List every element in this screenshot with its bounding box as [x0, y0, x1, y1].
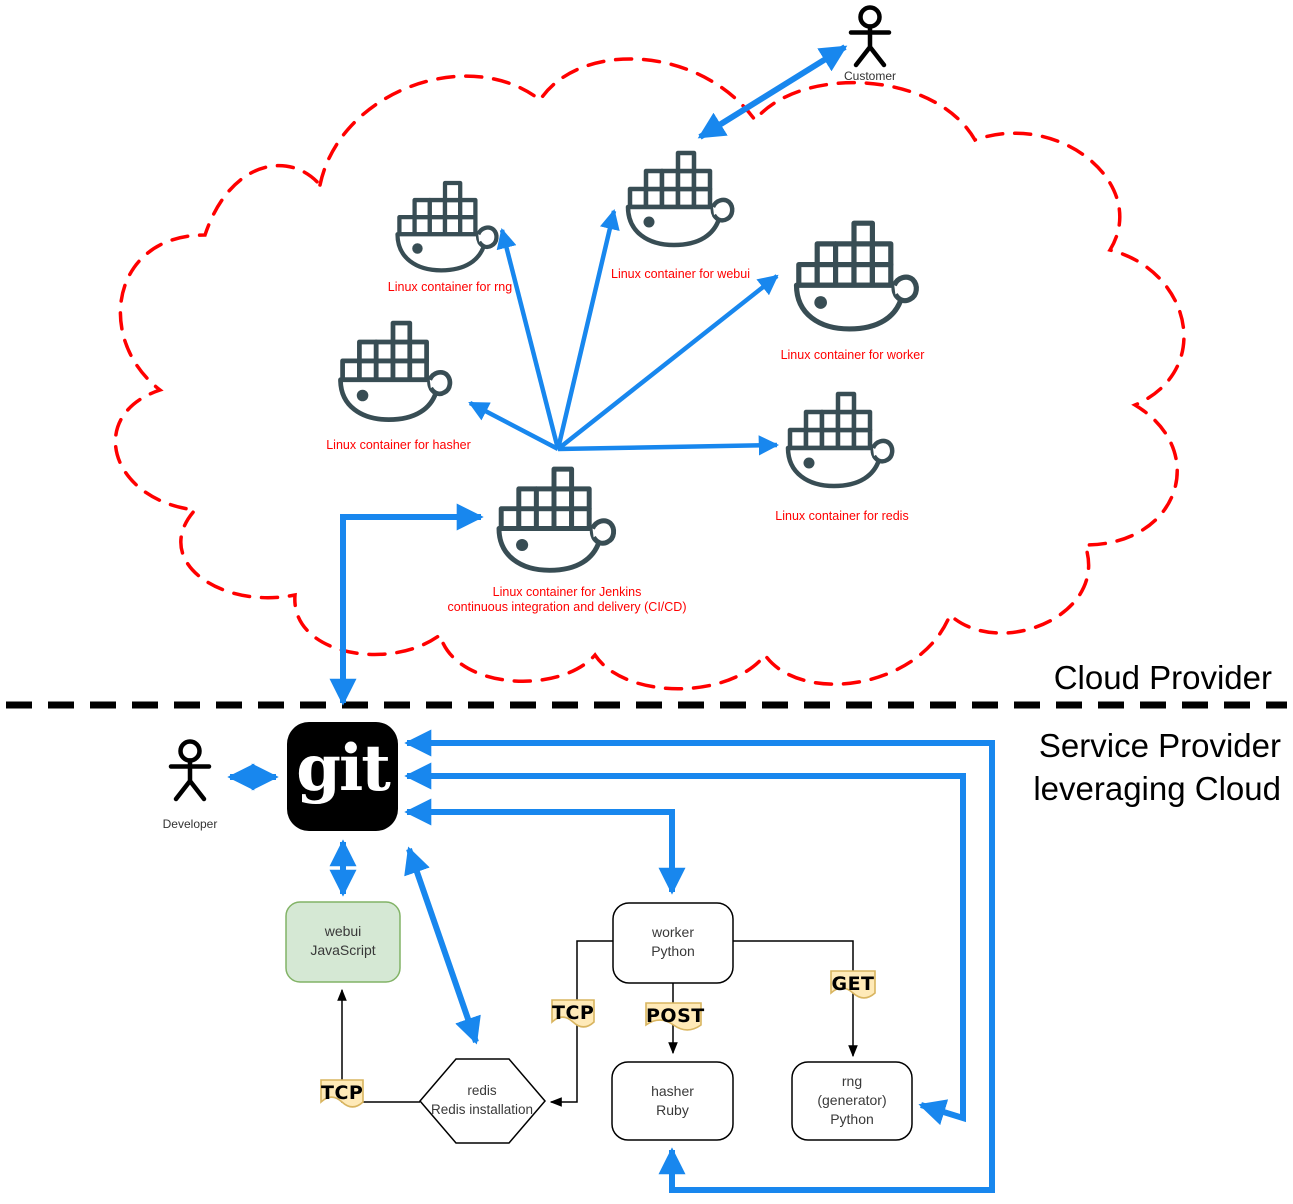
docker-whale-webui-icon [628, 153, 732, 245]
node-hasher-label: hasher Ruby [612, 1082, 733, 1120]
tape-post [645, 1002, 702, 1031]
node-webui [285, 901, 401, 983]
edge-label-tcp-redis-webui: TCP [321, 1082, 364, 1104]
docker-whale-redis-icon [788, 394, 892, 486]
node-rng-label: rng (generator) Python [792, 1072, 912, 1129]
edge-label-get: GET [831, 973, 875, 995]
container-label-rng: Linux container for rng [387, 280, 513, 294]
developer-figure-icon [168, 739, 212, 802]
edge-worker-rng-get [733, 940, 858, 1058]
node-rng-line3: Python [830, 1111, 874, 1127]
developer-label: Developer [162, 817, 218, 831]
arrow-git-hasher [404, 729, 995, 1193]
node-hasher [611, 1061, 734, 1141]
region-label-service-provider-line1: Service Provider [1038, 727, 1281, 764]
node-rng-line1: rng [841, 1073, 863, 1089]
node-redis-hexagon [419, 1058, 546, 1144]
git-logo: git [296, 731, 391, 806]
container-label-jenkins-line1: Linux container for Jenkins [492, 585, 642, 599]
arrow-hub-hasher [468, 401, 560, 451]
node-redis-line1: redis [467, 1083, 497, 1098]
tape-tcp-worker-redis [551, 999, 595, 1028]
tape-get [830, 970, 876, 999]
container-label-webui: Linux container for webui [611, 267, 750, 281]
arrow-webui-customer [697, 44, 848, 140]
node-webui-label: webui JavaScript [286, 922, 400, 960]
arrow-hub-rng [496, 228, 561, 450]
arrow-hub-redis [557, 435, 780, 456]
node-hasher-line1: hasher [651, 1083, 694, 1099]
region-label-service-provider-line2: leveraging Cloud [1033, 770, 1281, 807]
node-worker [612, 902, 734, 984]
container-label-worker: Linux container for worker [780, 348, 925, 362]
arrow-git-jenkins [329, 503, 484, 706]
node-redis-line2: Redis installation [430, 1102, 534, 1117]
docker-whale-worker-icon [797, 223, 917, 329]
tape-tcp-redis-webui [320, 1079, 364, 1108]
arrow-hub-webui [555, 209, 620, 450]
customer-label: Customer [843, 69, 896, 83]
docker-whale-jenkins-icon [499, 469, 614, 570]
docker-whale-hasher-icon [341, 323, 450, 420]
node-webui-line2: JavaScript [310, 942, 376, 958]
arrow-git-redis [404, 846, 481, 1045]
arrow-git-worker [404, 798, 686, 895]
region-label-cloud-provider: Cloud Provider [1053, 659, 1272, 696]
customer-figure-icon [848, 5, 892, 68]
jenkins-deploy-arrows [468, 209, 780, 456]
node-worker-line2: Python [651, 943, 695, 959]
edge-label-post: POST [646, 1005, 705, 1027]
node-hasher-line2: Ruby [656, 1102, 689, 1118]
container-label-jenkins-line2: continuous integration and delivery (CI/… [447, 599, 687, 614]
node-webui-line1: webui [324, 923, 362, 939]
node-rng-line2: (generator) [817, 1092, 887, 1108]
container-label-redis: Linux container for redis [775, 509, 909, 523]
docker-whale-rng-icon [398, 183, 497, 270]
edge-label-tcp-worker-redis: TCP [552, 1002, 595, 1024]
node-worker-line1: worker [651, 924, 694, 940]
node-worker-label: worker Python [613, 923, 733, 961]
container-label-hasher: Linux container for hasher [326, 438, 471, 452]
git-repo-node [287, 722, 398, 831]
arrow-hub-worker [556, 274, 779, 451]
container-label-jenkins: Linux container for Jenkins continuous i… [427, 585, 707, 615]
node-rng [791, 1061, 913, 1141]
node-redis-label: redis Redis installation [412, 1081, 552, 1119]
